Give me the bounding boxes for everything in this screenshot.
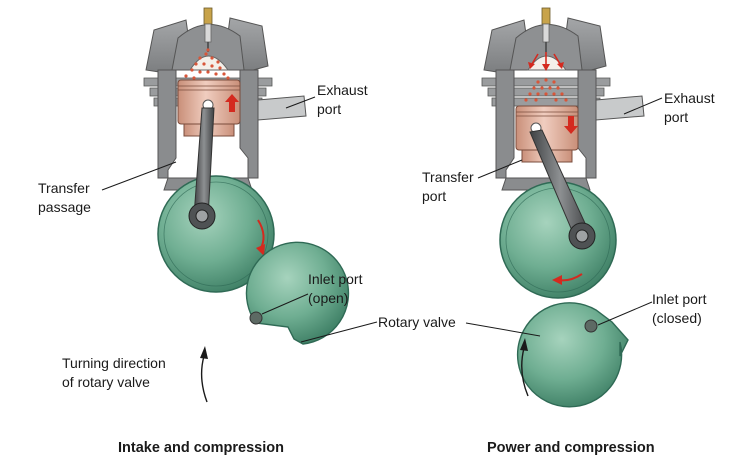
transfer-passage-label: Transfer passage (38, 180, 94, 215)
left-exhaust-port-label: Exhaust port (317, 82, 371, 117)
right-turning-direction-arrow (520, 338, 529, 397)
inlet-port-open-label: Inlet port (open) (308, 271, 366, 306)
turning-direction-label: Turning direction of rotary valve (62, 355, 170, 390)
leader-lines (101, 96, 663, 343)
right-charge-dots (524, 78, 568, 102)
right-expansion-arrows (528, 52, 564, 71)
right-inlet-port-dot (584, 319, 598, 333)
rotary-valve-label: Rotary valve (378, 314, 456, 330)
inlet-port-closed-label: Inlet port (closed) (652, 291, 710, 326)
right-exhaust-port-label: Exhaust port (664, 90, 718, 125)
right-engine (481, 7, 645, 299)
right-rotary-valve (516, 302, 629, 408)
left-piston-up-arrow (225, 94, 239, 112)
left-charge-dots (184, 48, 230, 80)
left-crank-disc (157, 175, 275, 293)
transfer-port-label: Transfer port (422, 169, 478, 204)
right-caption: Power and compression (487, 440, 655, 456)
right-piston-down-arrow (564, 116, 578, 134)
left-inlet-port-dot (249, 311, 263, 325)
left-engine (143, 7, 307, 293)
left-turning-direction-arrow (200, 346, 208, 403)
left-caption: Intake and compression (118, 440, 284, 456)
